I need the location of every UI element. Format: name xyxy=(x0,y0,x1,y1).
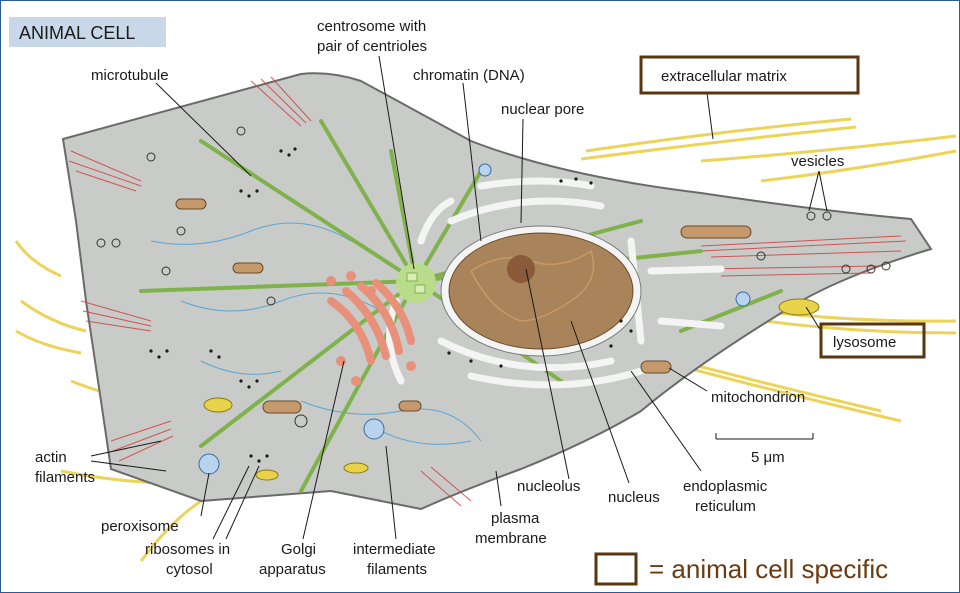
peroxisomes xyxy=(198,163,751,475)
scale-bar-label: 5 μm xyxy=(751,449,785,466)
legend-swatch xyxy=(594,552,638,586)
label-nuclear-pore: nuclear pore xyxy=(501,101,584,118)
label-er-2: reticulum xyxy=(695,498,756,515)
lysosome-box xyxy=(819,322,926,359)
label-centrosome-2: pair of centrioles xyxy=(317,38,427,55)
label-plasma-1: plasma xyxy=(491,510,540,527)
golgi-vesicles xyxy=(326,271,416,386)
nucleus xyxy=(440,225,642,357)
label-nucleolus: nucleolus xyxy=(517,478,580,495)
title-background xyxy=(9,17,166,47)
vesicles xyxy=(96,126,891,428)
leader-lines xyxy=(90,55,828,540)
endoplasmic-reticulum xyxy=(386,177,725,389)
label-peroxisome: peroxisome xyxy=(101,518,179,535)
actin-filaments xyxy=(68,76,907,507)
label-chromatin: chromatin (DNA) xyxy=(413,67,525,84)
label-actin-2: filaments xyxy=(35,469,95,486)
page-title: ANIMAL CELL xyxy=(19,23,135,43)
label-intermediate-1: intermediate xyxy=(353,541,436,558)
mitochondria xyxy=(175,198,752,414)
label-intermediate-2: filaments xyxy=(367,561,427,578)
ribosomes xyxy=(149,147,633,463)
legend-text: = animal cell specific xyxy=(649,554,888,584)
label-ribosomes-2: cytosol xyxy=(166,561,213,578)
label-extracellular-matrix: extracellular matrix xyxy=(661,68,787,85)
label-plasma-2: membrane xyxy=(475,530,547,547)
label-microtubule: microtubule xyxy=(91,67,169,84)
label-golgi-1: Golgi xyxy=(281,541,316,558)
scale-bar xyxy=(715,433,814,440)
label-er-1: endoplasmic xyxy=(683,478,768,495)
label-mitochondrion: mitochondrion xyxy=(711,389,805,406)
label-golgi-2: apparatus xyxy=(259,561,326,578)
label-actin-1: actin xyxy=(35,449,67,466)
label-ribosomes-1: ribosomes in xyxy=(145,541,230,558)
label-nucleus: nucleus xyxy=(608,489,660,506)
label-vesicles: vesicles xyxy=(791,153,844,170)
label-centrosome-1: centrosome with xyxy=(317,18,426,35)
centrosome xyxy=(396,263,436,303)
label-lysosome: lysosome xyxy=(833,334,896,351)
extracellular-matrix-box xyxy=(639,55,860,95)
